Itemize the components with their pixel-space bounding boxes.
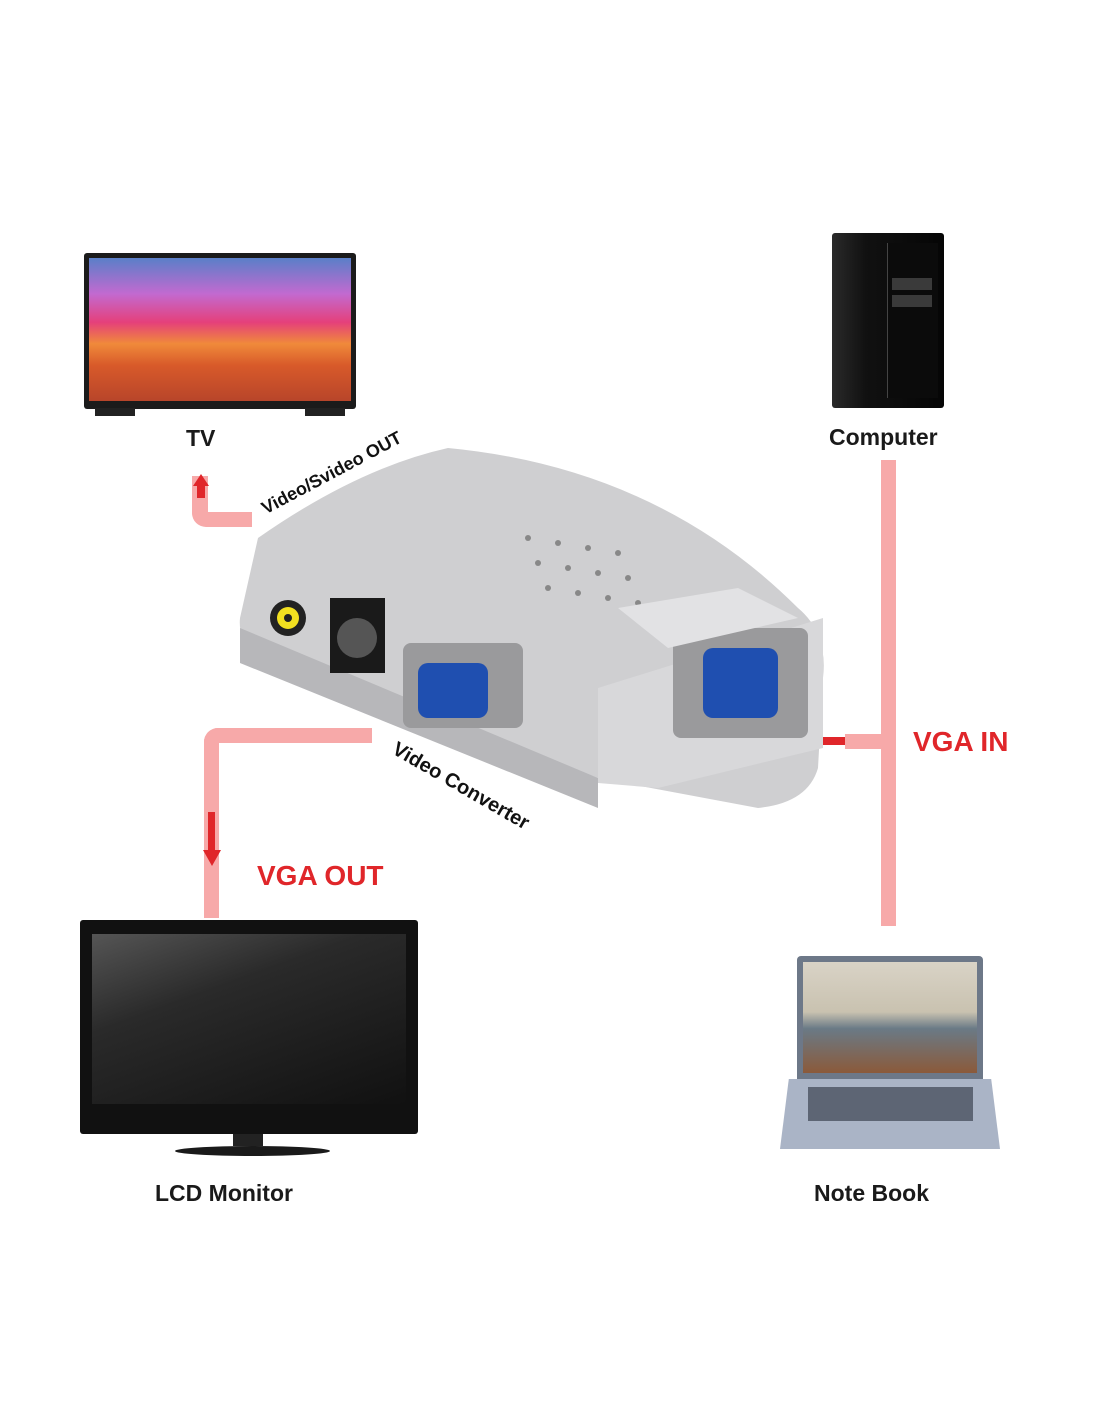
vga-out-line-h [204, 728, 372, 743]
tv-foot-right [305, 408, 345, 416]
up-arrow-icon [193, 474, 209, 486]
vga-in-branch [845, 734, 885, 749]
computer-image [832, 233, 944, 408]
tv-foot-left [95, 408, 135, 416]
tv-image [84, 253, 356, 409]
vga-in-line [881, 460, 896, 926]
monitor-base [175, 1146, 330, 1156]
tv-label: TV [186, 425, 216, 451]
vga-in-label: VGA IN [913, 726, 1009, 757]
notebook-label: Note Book [814, 1180, 929, 1206]
tv-connection-line-h [192, 512, 252, 527]
lcd-monitor-label: LCD Monitor [155, 1180, 293, 1206]
notebook-image [797, 956, 983, 1079]
up-arrow-stem [197, 486, 205, 498]
lcd-monitor-image [80, 920, 418, 1134]
video-converter-image [238, 448, 824, 808]
notebook-keyboard [780, 1079, 1000, 1149]
vga-out-label: VGA OUT [257, 860, 384, 891]
monitor-stand [233, 1134, 263, 1146]
down-arrow-stem [208, 812, 215, 852]
down-arrow-icon [203, 850, 221, 866]
computer-label: Computer [829, 424, 938, 450]
